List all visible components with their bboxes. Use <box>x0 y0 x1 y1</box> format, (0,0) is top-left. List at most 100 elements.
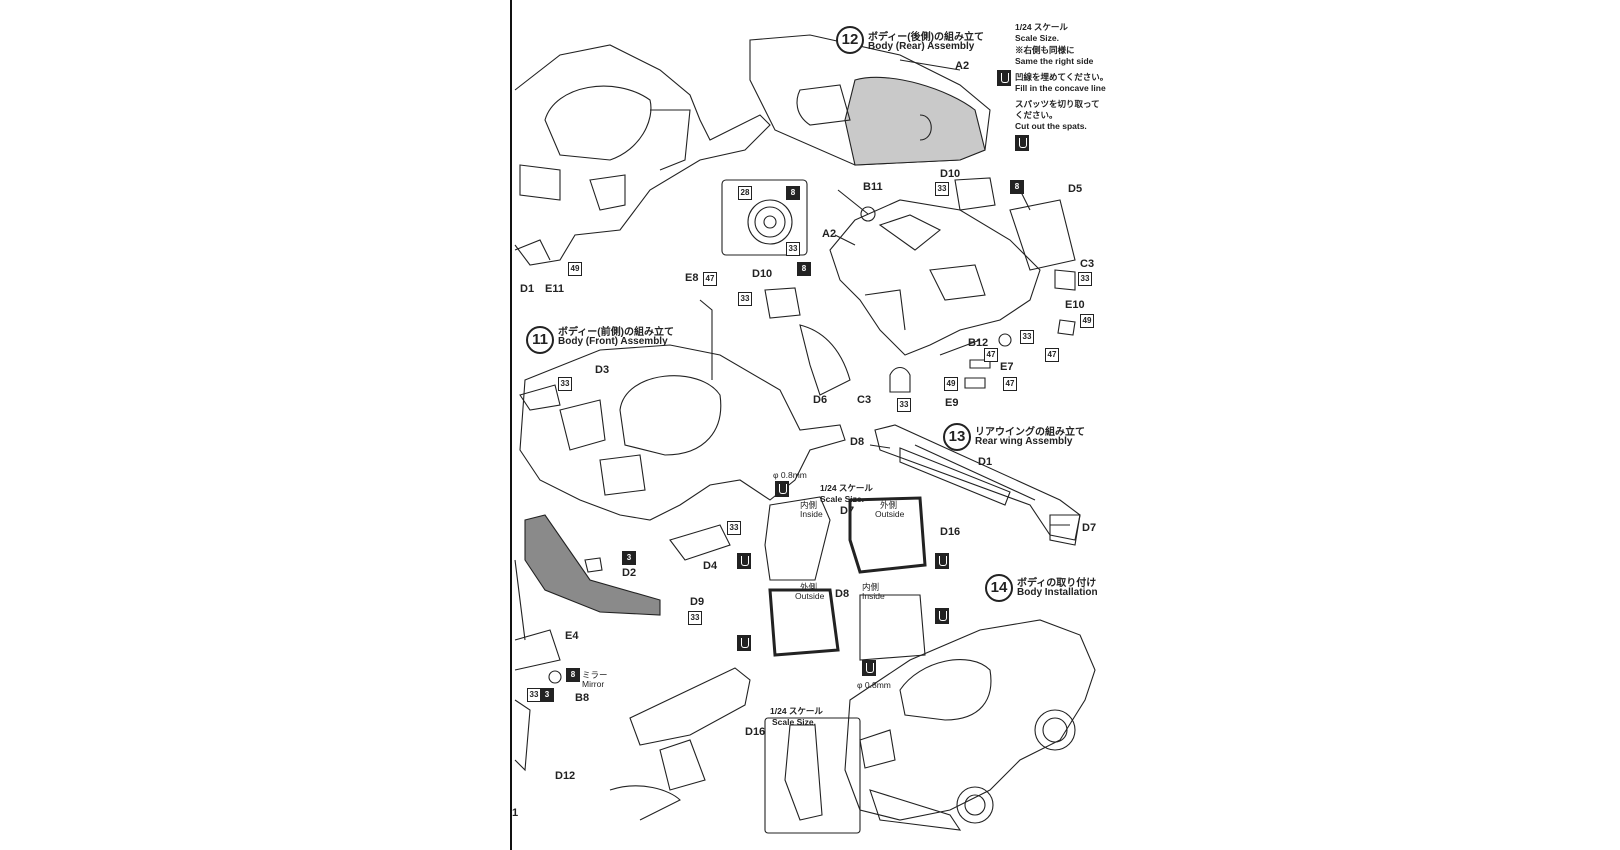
part-label-b12: B12 <box>968 337 989 349</box>
color-badge-33-d10: 33 <box>935 182 949 196</box>
part-label-d6: D6 <box>813 394 828 406</box>
part-label-e10: E10 <box>1065 299 1085 311</box>
part-label-d9: D9 <box>690 596 705 608</box>
color-badge-47-e7: 47 <box>984 348 998 362</box>
color-badge-33-wheel: 33 <box>786 242 800 256</box>
step-14-title-jp: ボディの取り付け <box>1017 578 1097 589</box>
color-badge-49-e11: 49 <box>568 262 582 276</box>
drill-note-bottom: φ 0.8mm <box>857 680 891 690</box>
color-badge-28: 28 <box>738 186 752 200</box>
spats-note-jp-1: スパッツを切り取って <box>1015 99 1100 109</box>
front-body-assembly-drawing <box>519 344 846 521</box>
color-badge-49-e10: 49 <box>1080 314 1094 328</box>
color-badge-33-c3-bottom: 33 <box>897 398 911 412</box>
step-13-title-jp: リアウイングの組み立て <box>975 427 1085 438</box>
part-label-d16-wing: D16 <box>940 526 961 538</box>
outside-label-jp-2: 外側 <box>800 582 818 592</box>
same-side-note-en: Same the right side <box>1015 56 1094 66</box>
part-label-d8-middle: D8 <box>835 588 850 600</box>
part-label-e7: E7 <box>1000 361 1014 373</box>
step-14-number: 14 <box>985 574 1013 602</box>
color-badge-8-wheel: 8 <box>786 186 800 200</box>
color-badge-33-d3: 33 <box>558 377 572 391</box>
outside-label-jp-1: 外側 <box>880 500 898 510</box>
fill-note-en: Fill in the concave line <box>1015 83 1106 93</box>
wing-scale-jp: 1/24 スケール <box>820 483 873 493</box>
color-badge-3-b8: 3 <box>540 688 554 702</box>
inside-label-en-2: Inside <box>862 591 885 601</box>
step-14-title-en: Body Installation <box>1017 587 1098 598</box>
part-label-c3-bottom: C3 <box>857 394 872 406</box>
color-badge-33-b12: 33 <box>1020 330 1034 344</box>
full-car-drawing <box>844 619 1096 821</box>
cut-icon <box>1015 135 1029 151</box>
part-label-d1-wing: D1 <box>978 456 993 468</box>
step-12-title-jp: ボディー(後側)の組み立て <box>868 32 984 43</box>
color-badge-49-e9: 49 <box>944 377 958 391</box>
step-12-title-en: Body (Rear) Assembly <box>868 41 975 52</box>
step-13-number: 13 <box>943 423 971 451</box>
part-label-b8: B8 <box>575 692 590 704</box>
step-11-title-jp: ボディー(前側)の組み立て <box>558 327 674 338</box>
color-badge-33-c3: 33 <box>1078 272 1092 286</box>
d16-scale-jp: 1/24 スケール <box>770 706 823 716</box>
part-label-e8: E8 <box>685 272 699 284</box>
part-label-d8-top: D8 <box>850 436 865 448</box>
mirror-label-jp: ミラー <box>582 670 608 680</box>
inside-label-jp-2: 内側 <box>862 582 880 592</box>
color-badge-47-e9: 47 <box>1003 377 1017 391</box>
fill-icon-left <box>737 635 751 651</box>
color-badge-33-b8: 33 <box>527 688 541 702</box>
front-splitter-d9-drawing <box>524 514 661 616</box>
color-badge-47-e8: 47 <box>703 272 717 286</box>
part-label-b11: B11 <box>863 181 883 193</box>
part-label-d5: D5 <box>1068 183 1083 195</box>
edge-page-fragment: 1 <box>512 807 519 819</box>
part-label-d4: D4 <box>703 560 718 572</box>
color-badge-8-d10-left: 8 <box>797 262 811 276</box>
part-label-d10-left: D10 <box>752 268 773 280</box>
color-badge-3-d2: 3 <box>622 551 636 565</box>
drill-icon-left <box>737 553 751 569</box>
part-label-e4: E4 <box>565 630 579 642</box>
fill-line-icon <box>997 70 1011 86</box>
wing-scale-en: Scale Size. <box>820 494 864 504</box>
drill-icon-right <box>935 553 949 569</box>
drill-icon-bottom <box>862 660 876 676</box>
step-11-number: 11 <box>526 326 554 354</box>
rear-body-main-drawing <box>829 199 1041 356</box>
part-label-d1-left: D1 <box>520 283 535 295</box>
color-badge-8-mirror: 8 <box>566 668 580 682</box>
rear-wing-drawing <box>874 424 1081 541</box>
spats-note-en: Cut out the spats. <box>1015 121 1087 131</box>
color-badge-33-d4: 33 <box>727 521 741 535</box>
step-12-number: 12 <box>836 26 864 54</box>
same-side-note-jp: ※右側も同様に <box>1015 45 1075 55</box>
color-badge-33-d9: 33 <box>688 611 702 625</box>
outside-label-en-1: Outside <box>875 509 905 519</box>
color-badge-47-e10: 47 <box>1045 348 1059 362</box>
part-label-d10-top: D10 <box>940 168 961 180</box>
drill-note-top: φ 0.8mm <box>773 470 807 480</box>
part-label-d16-inset: D16 <box>745 726 766 738</box>
fill-icon-right <box>935 608 949 624</box>
spats-note-jp-2: ください。 <box>1015 110 1058 120</box>
part-label-c3-right: C3 <box>1080 258 1095 270</box>
drill-icon-top <box>775 481 789 497</box>
step-11-title-en: Body (Front) Assembly <box>558 336 668 347</box>
scale-note-jp: 1/24 スケール <box>1015 22 1068 32</box>
part-label-d2: D2 <box>622 567 637 579</box>
scale-note-en: Scale Size. <box>1015 33 1059 43</box>
d16-scale-en: Scale Size. <box>772 717 816 727</box>
front-body-partial-drawing <box>514 44 771 266</box>
part-label-d7-left: D7 <box>840 505 855 517</box>
part-label-a2-top: A2 <box>955 60 970 72</box>
part-label-d7-right: D7 <box>1082 522 1097 534</box>
part-label-d12: D12 <box>555 770 576 782</box>
mirror-label-en: Mirror <box>582 679 605 689</box>
part-label-e9: E9 <box>945 397 959 409</box>
inside-label-en-1: Inside <box>800 509 823 519</box>
step-13-title-en: Rear wing Assembly <box>975 436 1073 447</box>
part-label-a2: A2 <box>822 228 837 240</box>
